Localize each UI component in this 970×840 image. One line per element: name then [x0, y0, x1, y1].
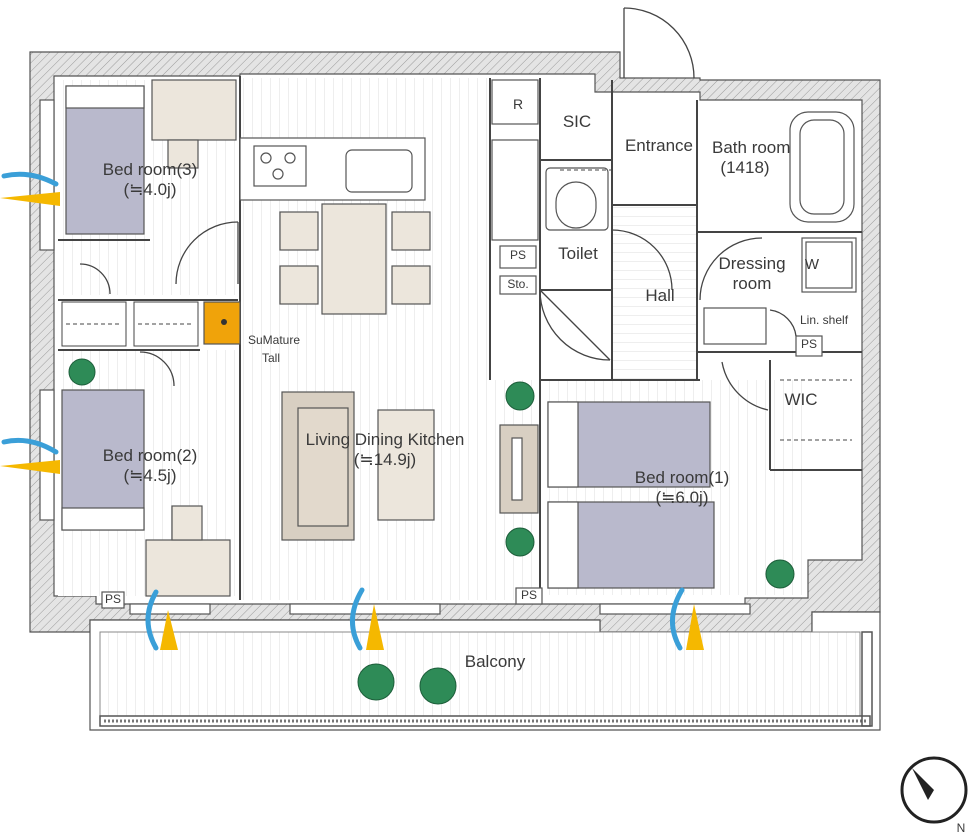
balcony-label: Balcony [464, 652, 526, 671]
sto-label: Sto. [507, 277, 529, 291]
furniture [101, 79, 857, 609]
sofa-seat [297, 407, 349, 527]
ps-box [795, 335, 823, 357]
sto-box [499, 275, 537, 295]
dining-chair [391, 211, 431, 251]
dressing-room-label: Dressing room [718, 254, 786, 293]
ps-box [499, 245, 537, 269]
pillow [547, 401, 579, 488]
pillow [61, 507, 145, 531]
sink [345, 149, 413, 193]
hall-label: Hall [645, 286, 675, 305]
entrance-label: Entrance [624, 136, 694, 155]
refrigerator [491, 79, 539, 125]
dining-chair [279, 211, 319, 251]
vanity [703, 307, 767, 345]
coffee-table [377, 409, 435, 521]
ps-label: PS [520, 588, 537, 602]
cooktop [253, 145, 307, 187]
bathroom-label: Bath room(1418) [712, 138, 791, 177]
compass-north-label: N [956, 821, 966, 835]
airflow [0, 171, 704, 651]
wic-label: WIC [784, 390, 818, 409]
pillow [65, 85, 145, 109]
sumature-label: SuMature [248, 333, 301, 347]
doors [79, 7, 797, 411]
balcony [89, 611, 881, 731]
ldk-label: Living Dining Kitchen(≒14.9j) [305, 430, 465, 469]
tv [511, 437, 523, 501]
ps-box [515, 587, 543, 605]
bed-bedroom3 [65, 85, 145, 235]
ps-box [101, 591, 125, 609]
compass-icon [900, 756, 968, 824]
ps-label: PS [800, 337, 817, 351]
ps-label: PS [509, 248, 526, 262]
interior-walls [58, 76, 862, 600]
beds [61, 85, 715, 589]
dining-table [321, 203, 387, 315]
pillow [547, 501, 579, 589]
toilet-label: Toilet [558, 244, 598, 263]
bedroom3-label: Bed room(3)(≒4.0j) [102, 160, 198, 199]
washer-label: W [804, 256, 820, 273]
pantry [491, 139, 539, 241]
bedroom2-label: Bed room(2)(≒4.5j) [102, 446, 198, 485]
chair-bedroom3 [167, 139, 199, 169]
linen-shelf-label: Lin. shelf [800, 313, 849, 327]
bedroom1-label: Bed room(1)(≒6.0j) [634, 468, 730, 507]
bed-bedroom2 [61, 389, 145, 531]
closets [61, 169, 852, 441]
tall-label: Tall [262, 351, 281, 365]
ps-label: PS [104, 592, 121, 606]
dining-chair [279, 265, 319, 305]
sic-label: SIC [562, 112, 592, 131]
refrigerator-label: R [512, 96, 524, 112]
plants [68, 358, 795, 705]
desk-bedroom2 [145, 539, 231, 597]
desk-bedroom3 [151, 79, 237, 141]
chair-bedroom2 [171, 505, 203, 541]
dining-chair [391, 265, 431, 305]
